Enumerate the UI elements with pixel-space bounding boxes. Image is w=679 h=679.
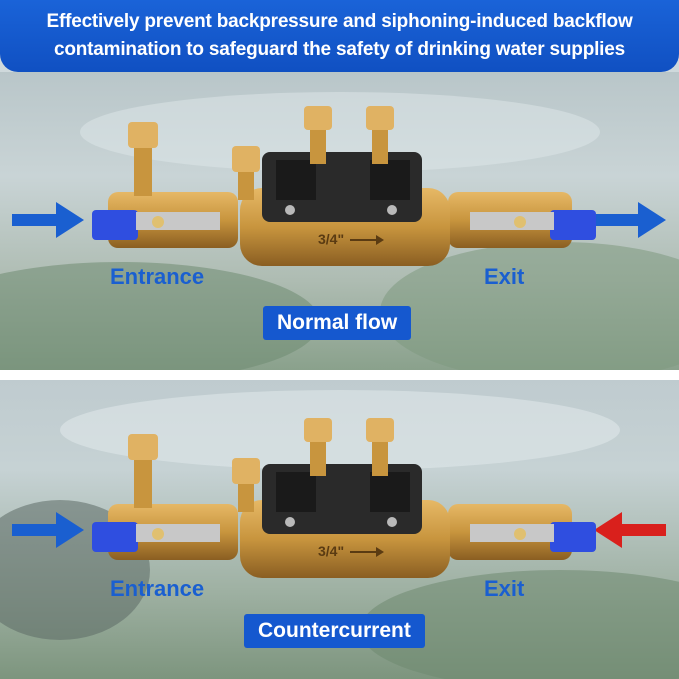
backflow-preventer-valve: 3/4" [92, 418, 596, 578]
entrance-arrow-icon [12, 512, 84, 548]
entrance-arrow-icon [12, 202, 84, 238]
normal-flow-badge: Normal flow [263, 306, 412, 340]
background-mist [0, 92, 679, 370]
entrance-label: Entrance [110, 264, 205, 289]
headline-banner: Effectively prevent backpressure and sip… [0, 0, 679, 72]
entrance-label: Entrance [110, 576, 205, 601]
background-mist [0, 390, 679, 679]
panel-divider [0, 370, 679, 380]
countercurrent-badge: Countercurrent [244, 614, 425, 648]
backflow-arrow-icon [594, 512, 666, 548]
normal-flow-panel: 3/4" Entrance Exit Normal flow [0, 72, 679, 370]
size-marking: 3/4" [318, 543, 344, 559]
headline-text: Effectively prevent backpressure and sip… [46, 11, 633, 60]
backflow-preventer-valve: 3/4" [92, 106, 596, 266]
exit-arrow-icon [594, 202, 666, 238]
size-marking: 3/4" [318, 231, 344, 247]
exit-label: Exit [484, 264, 525, 289]
exit-label: Exit [484, 576, 525, 601]
countercurrent-panel: 3/4" Entrance Exit Countercurrent [0, 380, 679, 679]
